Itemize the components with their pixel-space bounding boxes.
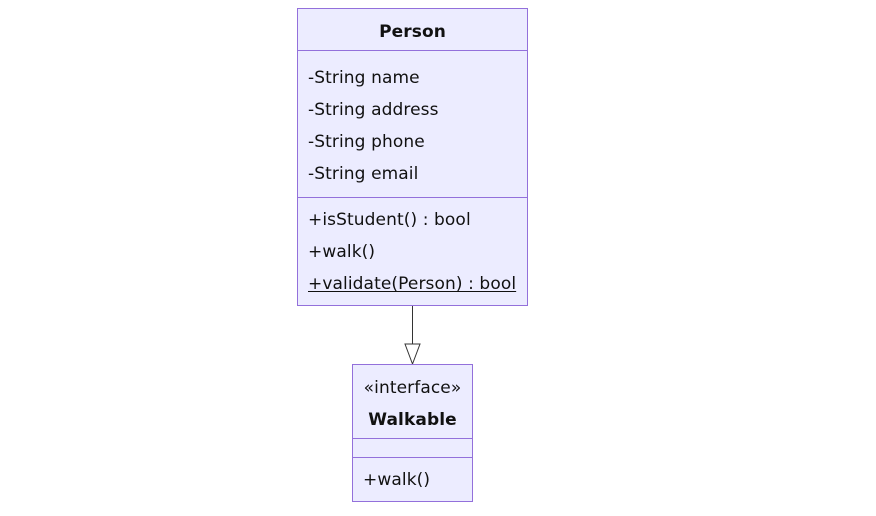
method: +walk() <box>308 242 376 262</box>
attribute: -String email <box>308 164 419 184</box>
class-name: Person <box>379 22 446 42</box>
static-method: +validate(Person) : bool <box>308 274 517 294</box>
divider <box>353 438 472 439</box>
class-walkable[interactable]: «interface» Walkable +walk() <box>352 364 473 502</box>
class-name: Walkable <box>368 410 457 430</box>
divider <box>298 50 527 51</box>
method: +walk() <box>363 470 431 490</box>
attribute: -String address <box>308 100 439 120</box>
divider <box>298 197 527 198</box>
stereotype-label: «interface» <box>363 378 462 398</box>
divider <box>353 457 472 458</box>
class-person[interactable]: Person -String name -String address -Str… <box>297 8 528 306</box>
hollow-arrowhead <box>404 343 421 366</box>
attribute: -String phone <box>308 132 425 152</box>
method: +isStudent() : bool <box>308 210 471 230</box>
attribute: -String name <box>308 68 420 88</box>
